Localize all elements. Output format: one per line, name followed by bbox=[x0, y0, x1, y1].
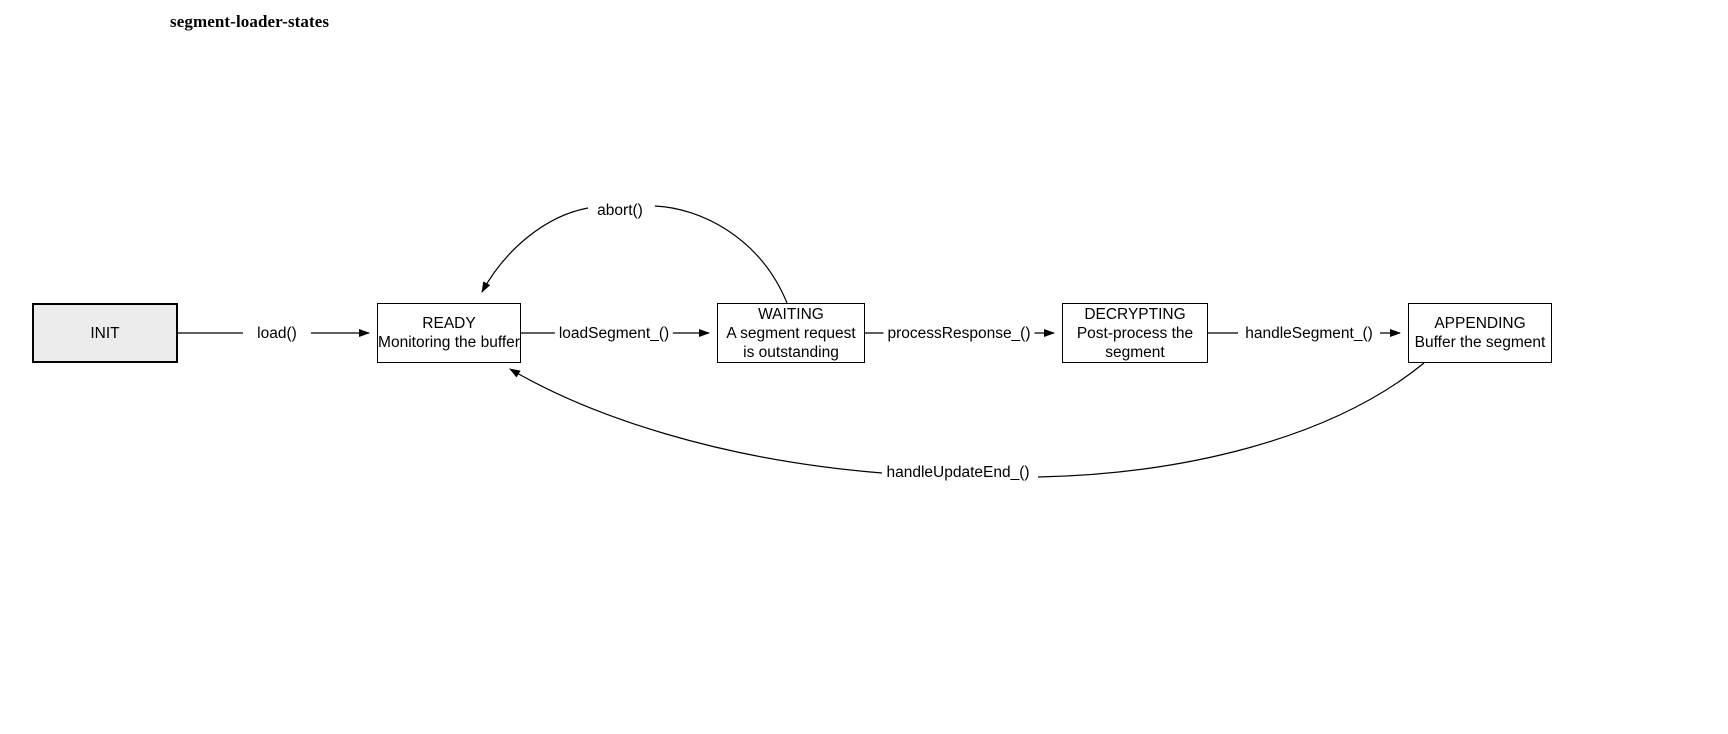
edge-label-load: load() bbox=[253, 325, 301, 343]
edge-label-process-response: processResponse_() bbox=[883, 325, 1035, 343]
state-title-waiting: WAITING bbox=[758, 305, 824, 323]
edge-label-handle-segment: handleSegment_() bbox=[1241, 325, 1377, 343]
diagram-title: segment-loader-states bbox=[170, 12, 330, 31]
state-node-init[interactable]: INIT bbox=[32, 303, 178, 363]
state-title-init: INIT bbox=[90, 324, 120, 342]
state-desc-ready: Monitoring the buffer bbox=[378, 334, 520, 351]
state-title-appending: APPENDING bbox=[1434, 315, 1526, 332]
state-title-decrypting: DECRYPTING bbox=[1084, 305, 1186, 323]
edge-label-handle-update-end: handleUpdateEnd_() bbox=[882, 464, 1034, 482]
edge-waiting-ready-abort bbox=[481, 205, 788, 304]
edge-label-abort: abort() bbox=[593, 202, 647, 220]
state-desc-appending: Buffer the segment bbox=[1414, 334, 1546, 351]
state-node-ready[interactable]: READY Monitoring the buffer bbox=[377, 303, 521, 363]
edge-appending-ready bbox=[509, 362, 1425, 478]
edge-label-load-segment: loadSegment_() bbox=[554, 325, 674, 343]
state-node-appending[interactable]: APPENDING Buffer the segment bbox=[1408, 303, 1552, 363]
state-title-ready: READY bbox=[422, 315, 476, 332]
